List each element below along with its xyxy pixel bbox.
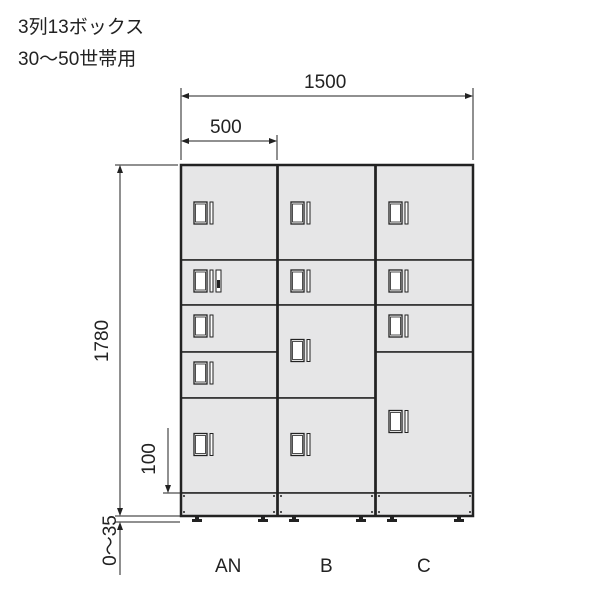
locker-column-c xyxy=(375,164,474,522)
dim-height: 1780 xyxy=(92,319,114,363)
door-handle-icon xyxy=(388,201,409,225)
adjuster-foot-icon xyxy=(356,516,366,522)
locker-box xyxy=(375,304,474,353)
base-plinth xyxy=(277,492,376,517)
adjuster-foot-icon xyxy=(454,516,464,522)
door-handle-icon xyxy=(193,269,214,293)
locker-box xyxy=(277,164,376,261)
door-handle-icon xyxy=(193,201,214,225)
cabinet-outline xyxy=(179,163,475,518)
door-handle-icon xyxy=(193,361,214,385)
locker-box xyxy=(277,259,376,306)
dimension-lines xyxy=(115,88,474,575)
locker-box xyxy=(180,304,278,353)
dim-base-height: 100 xyxy=(138,443,160,475)
dim-adjuster: 0〜35 xyxy=(99,515,121,566)
column-label-b: B xyxy=(320,556,333,577)
locker-box xyxy=(180,259,278,306)
base-plinth xyxy=(180,492,278,517)
locker-box xyxy=(375,259,474,306)
locker-box xyxy=(180,397,278,494)
title-model: 3列13ボックス xyxy=(18,17,145,38)
door-handle-icon xyxy=(388,269,409,293)
title-capacity: 30〜50世帯用 xyxy=(18,49,137,70)
door-handle-icon xyxy=(290,432,311,457)
adjuster-foot-icon xyxy=(387,516,397,522)
keypad-icon xyxy=(215,269,222,293)
door-handle-icon xyxy=(290,338,311,363)
locker-box xyxy=(277,397,376,494)
door-handle-icon xyxy=(290,201,311,225)
base-plinth xyxy=(375,492,474,517)
adjuster-foot-icon xyxy=(289,516,299,522)
locker-column-an xyxy=(180,164,278,522)
locker-cabinet xyxy=(179,163,475,522)
locker-box xyxy=(375,351,474,494)
locker-box xyxy=(180,351,278,399)
adjuster-foot-icon xyxy=(258,516,268,522)
column-label-an: AN xyxy=(215,556,242,577)
locker-box xyxy=(180,164,278,261)
adjuster-foot-icon xyxy=(192,516,202,522)
dim-total-width: 1500 xyxy=(304,72,347,93)
dim-column-width: 500 xyxy=(210,117,242,138)
door-handle-icon xyxy=(388,409,409,434)
door-handle-icon xyxy=(193,314,214,338)
door-handle-icon xyxy=(388,314,409,338)
locker-box xyxy=(375,164,474,261)
door-handle-icon xyxy=(193,432,214,457)
door-handle-icon xyxy=(290,269,311,293)
locker-box xyxy=(277,304,376,399)
locker-column-b xyxy=(277,164,376,522)
column-label-c: C xyxy=(417,556,431,577)
